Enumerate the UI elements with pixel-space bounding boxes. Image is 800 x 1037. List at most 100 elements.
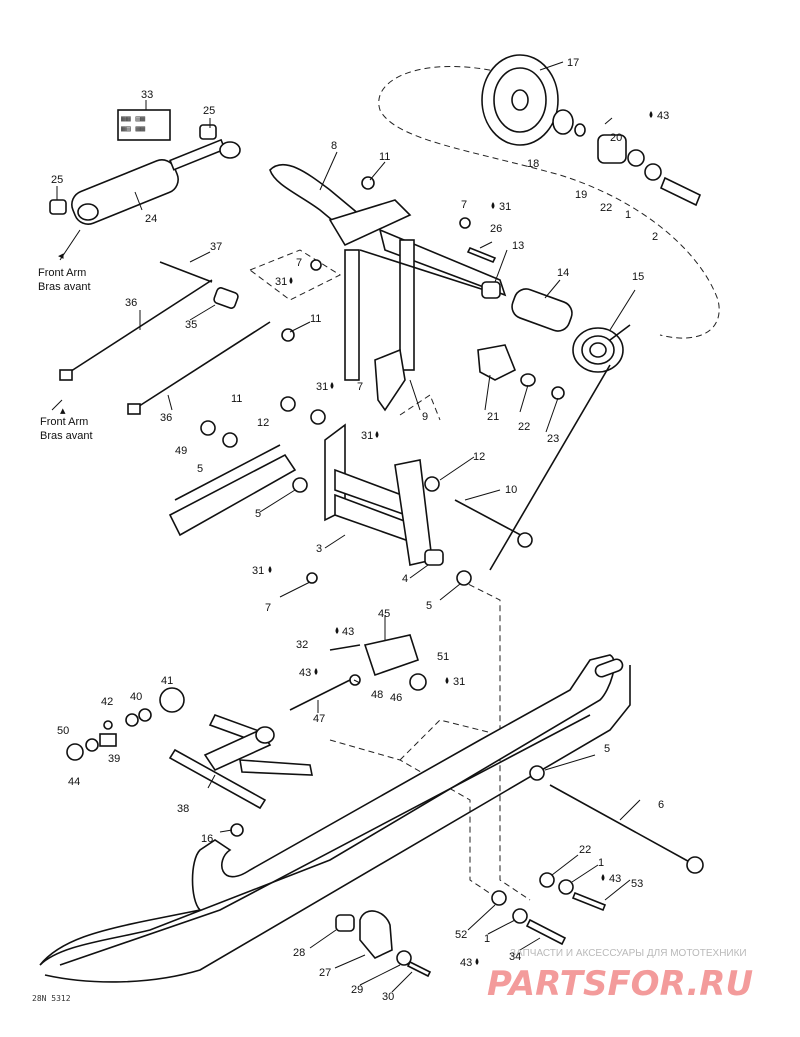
- callout-5d: 5: [604, 743, 610, 755]
- callout-10: 10: [505, 484, 517, 496]
- decal-label: ▦▦ ▤▦ ▦▤ ▦▦: [117, 109, 171, 141]
- callout-30: 30: [382, 991, 394, 1003]
- callout-11c: 11: [231, 393, 242, 405]
- spacer-and-spring: [489, 288, 631, 571]
- callout-42: 42: [101, 696, 113, 708]
- callout-24: 24: [145, 213, 157, 225]
- callout-3: 3: [316, 543, 322, 555]
- callout-31c: 31: [316, 381, 328, 393]
- lubricant-drop-icons: [268, 111, 653, 965]
- bolt-10: [454, 499, 531, 541]
- callout-11: 11: [379, 151, 390, 163]
- callout-36: 36: [125, 297, 137, 309]
- callout-5b: 5: [255, 508, 261, 520]
- upper-arm: [269, 163, 507, 297]
- drop-icon: [649, 111, 653, 118]
- callout-29: 29: [351, 984, 363, 996]
- group-link-rail: [329, 739, 501, 901]
- svg-text:▦▤ ▦▦: ▦▤ ▦▦: [121, 124, 145, 133]
- front-arm-note-1-fr: Bras avant: [38, 281, 91, 293]
- callout-9: 9: [422, 411, 428, 423]
- drop-icon: [491, 202, 495, 209]
- callout-7b: 7: [296, 257, 302, 269]
- callout-31: 31: [499, 201, 511, 213]
- drop-icon: [314, 668, 318, 675]
- callout-numbers: 17 43 20 18 19 22 1 2 8 11 33 25 25 24 7…: [51, 57, 669, 1003]
- callout-4: 4: [402, 573, 408, 585]
- front-arm-note-1: Front Arm Bras avant: [38, 267, 91, 293]
- callout-1c: 1: [484, 933, 490, 945]
- callout-31e: 31: [252, 565, 264, 577]
- callout-43d: 43: [609, 873, 621, 885]
- callout-43c: 43: [299, 667, 311, 679]
- callout-45: 45: [378, 608, 390, 620]
- arrow-marker-1: ◂: [58, 250, 64, 262]
- callout-43: 43: [657, 110, 669, 122]
- drop-icon: [335, 627, 339, 634]
- shaft: [359, 249, 501, 296]
- callout-7d: 7: [265, 602, 271, 614]
- callout-19: 19: [575, 189, 587, 201]
- drop-icon: [289, 277, 293, 284]
- callout-25b: 25: [51, 174, 63, 186]
- callout-28: 28: [293, 947, 305, 959]
- diagram-code: 28N 5312: [32, 994, 71, 1003]
- callout-21: 21: [487, 411, 499, 423]
- group-link-front: [249, 249, 342, 301]
- callout-43e: 43: [460, 957, 472, 969]
- callout-20: 20: [610, 132, 622, 144]
- callout-43b: 43: [342, 626, 354, 638]
- leader-lines: [51, 61, 641, 993]
- callout-33: 33: [141, 89, 153, 101]
- bracket-21: [477, 344, 517, 381]
- drop-icon: [268, 566, 272, 573]
- front-arm-note-2-en: Front Arm: [40, 416, 88, 428]
- callout-49: 49: [175, 445, 187, 457]
- callout-27: 27: [319, 967, 331, 979]
- callout-47: 47: [313, 713, 325, 725]
- rail-bumper: [335, 910, 432, 978]
- callout-31f: 31: [453, 676, 465, 688]
- callout-53: 53: [631, 878, 643, 890]
- callout-1b: 1: [598, 857, 604, 869]
- callout-36b: 36: [160, 412, 172, 424]
- watermark-brand: PARTSFOR.RU: [487, 964, 753, 1004]
- callout-26: 26: [490, 223, 502, 235]
- callout-40: 40: [130, 691, 142, 703]
- bolt-6: [549, 784, 696, 866]
- drop-icon: [601, 874, 605, 881]
- callout-12: 12: [257, 417, 269, 429]
- linkage-plates: [344, 239, 415, 412]
- callout-7: 7: [461, 199, 467, 211]
- callout-31d: 31: [361, 430, 373, 442]
- callout-39: 39: [108, 753, 120, 765]
- lower-fasteners: [230, 823, 607, 946]
- callout-34: 34: [509, 951, 521, 963]
- callout-50: 50: [57, 725, 69, 737]
- left-slide-block: [168, 444, 297, 537]
- callout-44: 44: [68, 776, 80, 788]
- callout-31b: 31: [275, 276, 287, 288]
- callout-22c: 22: [579, 844, 591, 856]
- drop-icon: [475, 958, 479, 965]
- front-arm: [159, 687, 313, 810]
- callout-8: 8: [331, 140, 337, 152]
- callout-51: 51: [437, 651, 449, 663]
- callout-1: 1: [625, 209, 631, 221]
- callout-25: 25: [203, 105, 215, 117]
- bushing-13: [481, 281, 501, 299]
- shock-absorber: [49, 124, 241, 225]
- group-outline-top: [378, 65, 720, 339]
- callout-6: 6: [658, 799, 664, 811]
- callout-41: 41: [161, 675, 173, 687]
- callout-35: 35: [185, 319, 197, 331]
- callout-32: 32: [296, 639, 308, 651]
- callout-12b: 12: [473, 451, 485, 463]
- callout-52: 52: [455, 929, 467, 941]
- rear-arm: [324, 423, 444, 566]
- drop-icon: [330, 382, 334, 389]
- front-arm-note-2-fr: Bras avant: [40, 430, 93, 442]
- callout-22: 22: [600, 202, 612, 214]
- drop-icon: [445, 677, 449, 684]
